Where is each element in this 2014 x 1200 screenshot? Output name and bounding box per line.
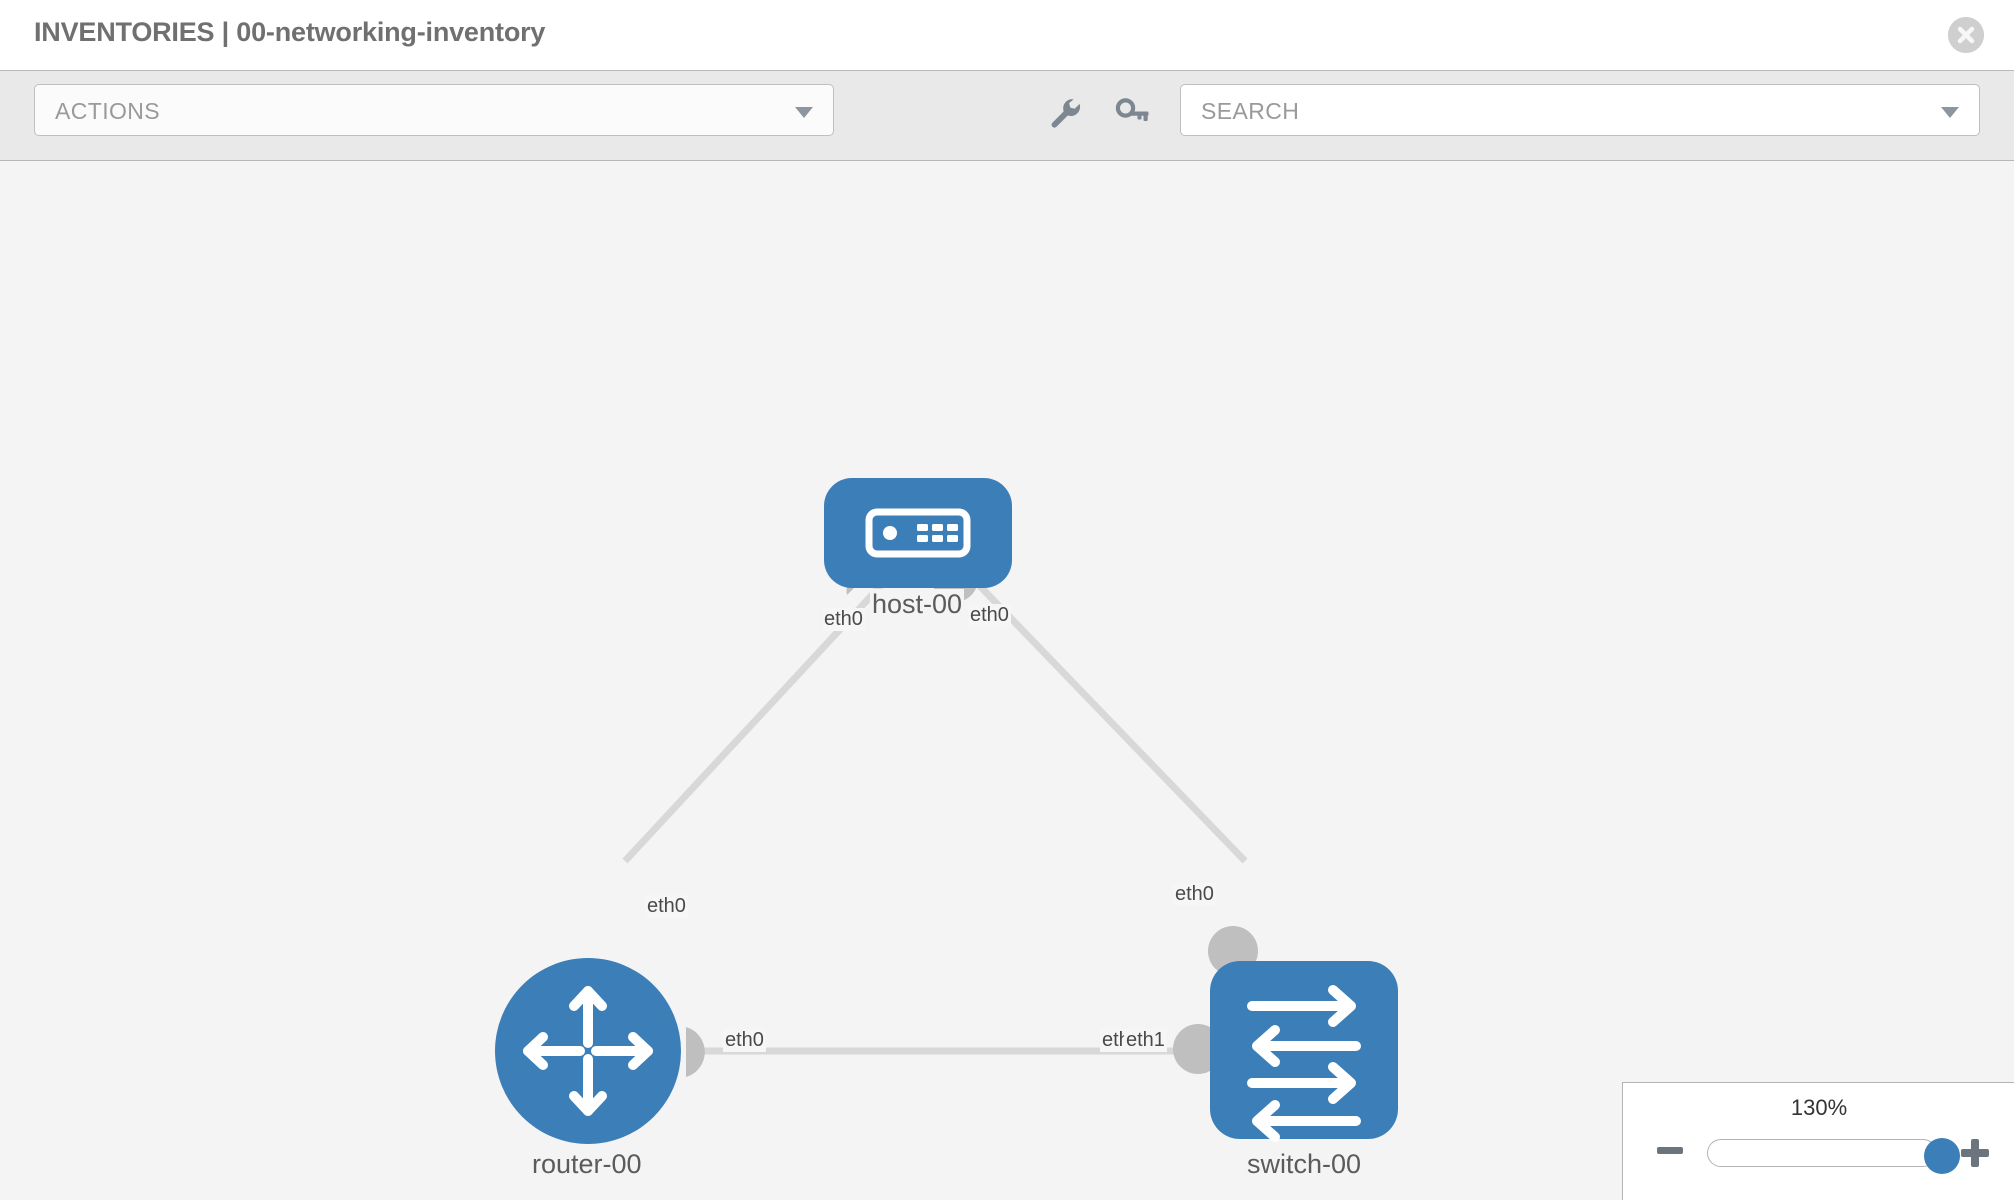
- page-title: INVENTORIES | 00-networking-inventory: [34, 17, 546, 47]
- iface-label: eth0: [723, 1029, 766, 1052]
- topology-edges: [622, 578, 1248, 1055]
- search-placeholder: SEARCH: [1201, 98, 1300, 124]
- search-input[interactable]: SEARCH: [1180, 84, 1980, 136]
- topology-connectors: [686, 556, 1258, 1077]
- topology-node-router-00[interactable]: [495, 958, 681, 1144]
- topology-node-host-00[interactable]: [824, 478, 1012, 588]
- iface-label: eth0: [822, 608, 865, 631]
- iface-label: eth0: [645, 895, 688, 918]
- iface-label: eth0: [1173, 883, 1216, 906]
- router-icon: [523, 986, 653, 1116]
- zoom-slider-thumb[interactable]: [1924, 1138, 1960, 1174]
- page-header: INVENTORIES | 00-networking-inventory: [0, 0, 2014, 71]
- node-label-router-00: router-00: [530, 1149, 644, 1180]
- zoom-controls: [1623, 1133, 2014, 1179]
- switch-icon: [1247, 985, 1361, 1142]
- key-icon[interactable]: [1112, 92, 1152, 132]
- minus-icon[interactable]: [1657, 1147, 1683, 1154]
- zoom-percent-label: 130%: [1790, 1095, 1848, 1120]
- actions-dropdown-label: ACTIONS: [55, 98, 161, 124]
- zoom-panel: 130%: [1622, 1082, 2014, 1200]
- chevron-down-icon: [795, 107, 813, 118]
- topology-graph: [495, 478, 1398, 1144]
- zoom-slider[interactable]: [1707, 1138, 1960, 1174]
- plus-icon[interactable]: [1961, 1139, 1989, 1167]
- actions-dropdown[interactable]: ACTIONS: [34, 84, 834, 136]
- close-icon[interactable]: [1948, 17, 1984, 53]
- iface-label: eth0: [968, 604, 1011, 627]
- server-icon: [865, 508, 971, 558]
- topology-node-switch-00[interactable]: [1210, 961, 1398, 1142]
- connector-router00-right: [686, 1027, 705, 1077]
- edge-host00-switch00[interactable]: [972, 578, 1248, 864]
- wrench-icon[interactable]: [1044, 92, 1084, 132]
- node-label-host-00: host-00: [870, 589, 965, 620]
- iface-label: eth1: [1124, 1029, 1167, 1052]
- chevron-down-icon[interactable]: [1941, 107, 1959, 118]
- topology-canvas[interactable]: eth0 host-00 eth0 eth0 eth0 eth0 eth0 et…: [0, 161, 2014, 1200]
- node-label-switch-00: switch-00: [1245, 1149, 1364, 1180]
